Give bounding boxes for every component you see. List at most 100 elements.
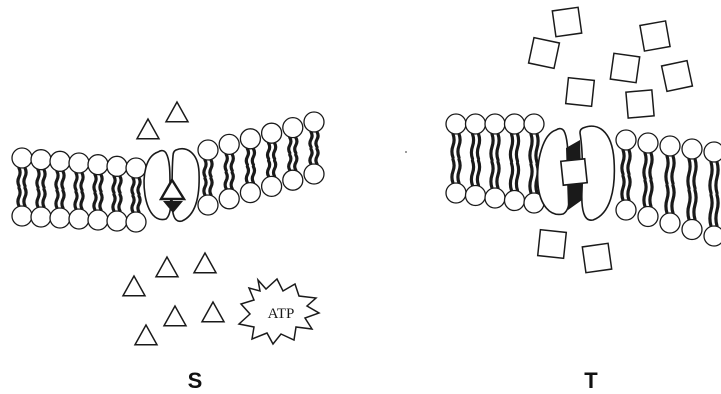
lipid-tail	[92, 173, 98, 193]
lipid-tail	[117, 174, 123, 195]
lipid-tail	[514, 161, 521, 193]
lipid-tail	[54, 189, 60, 210]
lipid-tail	[265, 159, 272, 178]
lipid-tail	[41, 168, 47, 189]
lipid-tail	[626, 148, 632, 176]
lipid-head	[218, 133, 240, 156]
solute-triangle	[164, 100, 190, 123]
lipid-bilayer-s	[11, 111, 325, 233]
lipid-head	[523, 113, 545, 135]
panel-s: ATP	[11, 100, 325, 346]
lipid-tail	[244, 147, 251, 167]
lipid-tail	[16, 166, 22, 188]
lipid-head	[445, 113, 467, 135]
lipid-head	[260, 122, 283, 144]
lipid-tail	[229, 171, 235, 191]
lipid-tail	[73, 171, 79, 192]
solute-triangle	[200, 300, 226, 323]
lipid-head	[68, 152, 90, 174]
lipid-head	[703, 141, 721, 163]
lipid-head	[282, 116, 304, 139]
solute-square	[581, 242, 613, 274]
lipid-tail	[475, 132, 482, 161]
lipid-tail	[16, 186, 22, 208]
lipid-head	[703, 225, 721, 247]
lipid-head	[681, 138, 703, 160]
solute-triangle	[121, 274, 147, 297]
lipid-tail	[287, 136, 293, 155]
lipid-tail	[54, 169, 60, 191]
lipid-tail	[223, 152, 229, 173]
solute-triangle	[133, 323, 159, 346]
lipid-head	[87, 209, 109, 231]
lipid-tail	[41, 187, 47, 209]
lipid-tail	[130, 176, 136, 196]
lipid-head	[197, 139, 219, 161]
lipid-tail	[456, 157, 462, 185]
lipid-tail	[202, 158, 208, 179]
lipid-tail	[22, 166, 28, 188]
lipid-head	[303, 111, 325, 133]
lipid-tail	[469, 132, 476, 161]
lipid-head	[637, 132, 659, 154]
lipid-tail	[514, 132, 521, 163]
lipid-tail	[92, 191, 98, 212]
lipid-head	[637, 205, 659, 228]
lipid-tail	[475, 159, 482, 188]
lipid-tail	[271, 159, 278, 178]
lipid-tail	[287, 153, 293, 172]
solute-triangle	[162, 304, 188, 327]
lipid-tail	[508, 132, 515, 163]
lipid-tail	[620, 174, 626, 202]
lipid-head	[125, 157, 147, 179]
lipid-tail	[111, 193, 117, 213]
lipid-tail	[208, 158, 214, 179]
panel-t	[445, 6, 721, 274]
lipid-head	[30, 206, 52, 228]
lipid-tail	[642, 179, 648, 209]
lipid-head	[218, 188, 240, 210]
lipid-tail	[648, 151, 654, 181]
lipid-tail	[664, 154, 670, 186]
lipid-tail	[620, 148, 626, 176]
solute-square	[551, 6, 583, 38]
lipid-head	[282, 169, 304, 191]
lipid-tail	[489, 160, 495, 190]
lipid-tail	[293, 136, 299, 155]
atp-burst: ATP	[237, 277, 321, 346]
lipid-tail	[456, 132, 462, 160]
solute-squares-t	[527, 6, 694, 274]
lipid-tail	[692, 188, 698, 222]
lipid-tail	[202, 176, 208, 197]
lipid-bilayer-t	[445, 113, 721, 247]
lipid-tail	[664, 183, 670, 215]
lipid-tail	[250, 147, 257, 167]
lipid-tail	[642, 151, 648, 181]
lipid-tail	[528, 162, 534, 195]
solute-triangle	[154, 255, 180, 278]
lipid-tail	[271, 141, 278, 161]
lipid-tail	[111, 174, 117, 195]
solute-triangles-s	[121, 100, 226, 346]
solute-square	[536, 228, 568, 260]
solute-triangle	[192, 251, 218, 274]
lipid-tail	[686, 188, 692, 222]
bound-solute-square-t	[559, 157, 589, 187]
lipid-tail	[60, 189, 66, 210]
lipid-tail	[308, 147, 314, 166]
lipid-tail	[626, 174, 632, 202]
carrier-protein-s-left-half	[143, 149, 172, 221]
lipid-tail	[35, 187, 41, 209]
lipid-tail	[686, 157, 692, 190]
lipid-tail	[208, 176, 214, 197]
carrier-protein-t-right-half	[579, 125, 616, 221]
lipid-tail	[450, 157, 456, 185]
atp-label: ATP	[268, 306, 295, 322]
lipid-head	[239, 128, 262, 150]
lipid-tail	[450, 132, 456, 160]
lipid-head	[197, 194, 219, 216]
lipid-tail	[229, 152, 235, 173]
lipid-tail	[293, 153, 299, 172]
lipid-head	[484, 187, 506, 209]
